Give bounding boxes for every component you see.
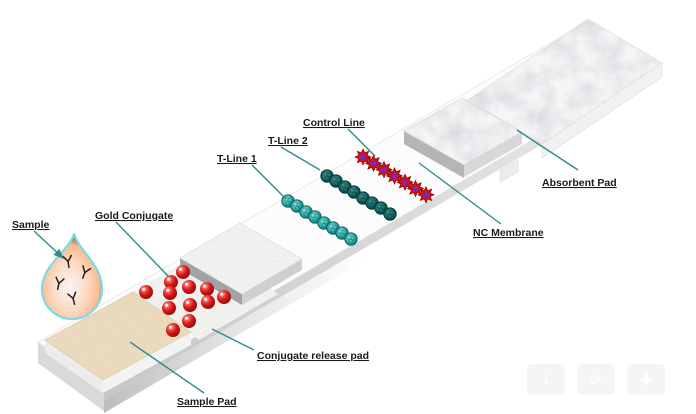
absorbent-pad-label: Absorbent Pad: [542, 177, 617, 189]
svg-text:↓: ↓: [540, 371, 553, 389]
sample-pad-left-face: [45, 340, 103, 393]
gold-conjugate-label: Gold Conjugate: [95, 210, 173, 222]
sample-pad-right-face: [103, 332, 191, 393]
sample-pad-leader-line: [129, 341, 205, 394]
sample-pad-top-face: [44, 291, 192, 381]
t-line-1-label: T-Line 1: [217, 153, 257, 165]
sample-pad-label: Sample Pad: [177, 396, 237, 408]
absorbent-pad-block-top-face: [403, 97, 523, 166]
conjugate-pad-top-face: [179, 222, 303, 295]
rotate-icon: ⟳: [577, 364, 615, 395]
svg-text:⟳: ⟳: [590, 371, 603, 389]
conjugate-release-pad-leader-line: [211, 328, 255, 351]
conjugate-release-pad-label: Conjugate release pad: [257, 350, 369, 362]
sample-drop-shape: [40, 232, 104, 321]
sample-pad: [44, 291, 192, 393]
absorbent-pad-block-left-face: [404, 131, 464, 178]
download-icon: ↓: [527, 364, 565, 395]
t-line-1-leader-line: [251, 164, 287, 200]
sample-label: Sample: [12, 219, 50, 231]
strip-notch: [499, 159, 519, 183]
gold-conjugate-leader-line: [115, 221, 169, 277]
leader-lines: [33, 128, 579, 394]
t-line-2-leader-line: [280, 146, 321, 171]
sample-drop: [40, 232, 104, 321]
control-line-leader-line: [347, 128, 376, 157]
labels: Sample Gold Conjugate Sample Pad Conjuga…: [12, 117, 617, 408]
strip-front-face: [104, 82, 632, 400]
nc-membrane-label: NC Membrane: [473, 227, 544, 239]
control-line-label: Control Line: [303, 117, 365, 129]
move-icon: ✚: [627, 364, 665, 395]
absorbent-pad-block-right-face: [464, 132, 522, 177]
svg-text:✚: ✚: [640, 371, 653, 389]
backing-card-front-face: [104, 239, 380, 413]
watermark-buttons: ↓ ⟳ ✚: [527, 364, 665, 395]
t-line-2-label: T-Line 2: [268, 135, 308, 147]
nc-membrane-leader-line: [418, 162, 502, 225]
absorbent-pad-leader-line: [516, 129, 579, 171]
sample-leader-line: [33, 230, 65, 259]
conjugate-pad-right-face: [242, 259, 302, 305]
absorbent-pad: [403, 18, 663, 178]
